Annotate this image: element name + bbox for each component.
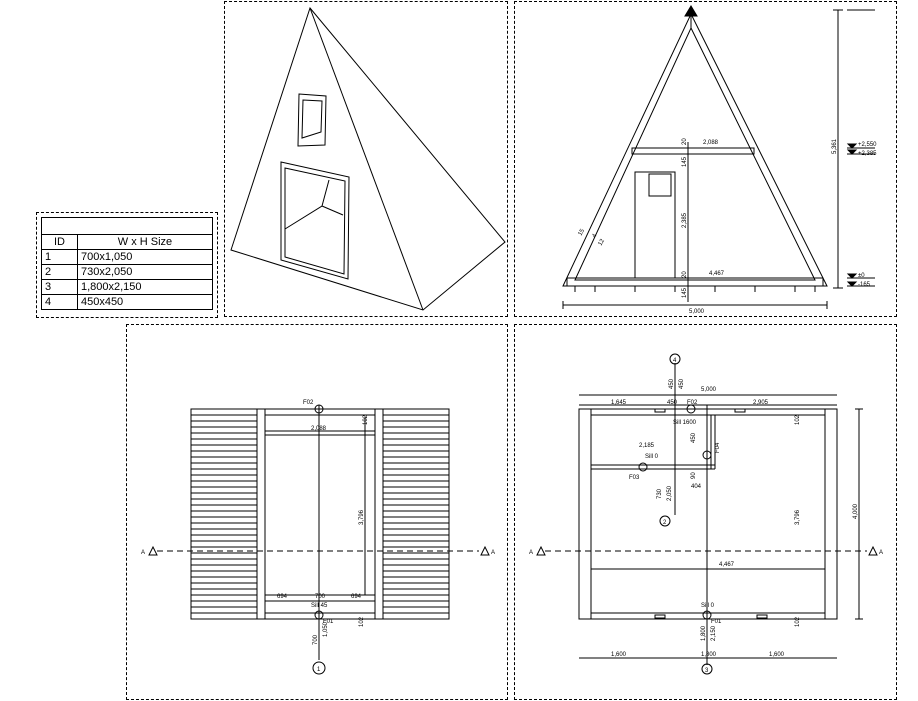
roof-plan: F02 F01 Sill 45 2,088 102 3,796 694 700 … bbox=[141, 400, 495, 675]
dim-v145-top: 145 bbox=[682, 156, 688, 167]
dim-102b: 102 bbox=[795, 616, 801, 627]
dim-t4: 4 bbox=[592, 233, 599, 239]
floor-plan: 5,000 1,645 450 F02 2,905 102 Sill 1600 … bbox=[529, 353, 883, 675]
dim-450-v1: 450 bbox=[669, 378, 675, 389]
dim-v20-bot: 20 bbox=[682, 271, 688, 278]
header-size: W x H Size bbox=[76, 234, 214, 250]
grid-2: 2 bbox=[663, 520, 667, 526]
perspective-view bbox=[230, 6, 506, 311]
tag-f04: F04 bbox=[715, 442, 721, 453]
dim-102a: 102 bbox=[363, 414, 369, 425]
grid-4: 4 bbox=[673, 358, 677, 364]
tag-sill-1600: Sill 1600 bbox=[673, 420, 697, 426]
dim-3796: 3,796 bbox=[359, 509, 365, 525]
level-l4: -165 bbox=[858, 282, 871, 288]
section-a-right: A bbox=[879, 550, 883, 556]
dim-base-inner: 4,467 bbox=[709, 271, 725, 277]
header-id: ID bbox=[41, 234, 78, 250]
dim-2185: 2,185 bbox=[639, 443, 655, 449]
floor-plan-panel: 5,000 1,645 450 F02 2,905 102 Sill 1600 … bbox=[514, 324, 897, 700]
dim-700v: 700 bbox=[313, 634, 319, 645]
row-id: 1 bbox=[41, 249, 78, 265]
tag-f02: F02 bbox=[303, 400, 314, 406]
tag-f03: F03 bbox=[629, 475, 640, 481]
dim-2150: 2,150 bbox=[711, 625, 717, 641]
dim-v2385: 2,385 bbox=[682, 212, 688, 228]
row-size: 700x1,050 bbox=[76, 249, 214, 265]
dim-102a: 102 bbox=[795, 414, 801, 425]
tag-sill-0-a: Sill 0 bbox=[645, 454, 659, 460]
dim-overall: 5,000 bbox=[701, 387, 717, 393]
grid-3: 3 bbox=[705, 668, 709, 674]
dim-2905: 2,905 bbox=[753, 400, 769, 406]
dim-v20-top: 20 bbox=[682, 138, 688, 145]
dim-2050: 2,050 bbox=[667, 485, 673, 501]
section-a-left: A bbox=[141, 550, 145, 556]
dim-1600a: 1,600 bbox=[611, 652, 627, 658]
dim-total-width: 5,000 bbox=[689, 309, 705, 315]
dim-t12: 12 bbox=[598, 238, 607, 247]
tag-f01: F01 bbox=[711, 619, 722, 625]
section-a-left: A bbox=[529, 550, 533, 556]
tag-sill: Sill 45 bbox=[311, 603, 328, 609]
section-elevation-panel: 2,088 4,467 5,000 5,361 145 2,385 20 20 … bbox=[514, 1, 897, 317]
dim-top-width: 2,088 bbox=[703, 140, 719, 146]
row-id: 4 bbox=[41, 294, 78, 310]
dim-404: 404 bbox=[691, 484, 702, 490]
dim-top: 2,088 bbox=[311, 426, 327, 432]
dim-v145-bot: 145 bbox=[682, 287, 688, 298]
row-id: 3 bbox=[41, 279, 78, 295]
dim-730: 730 bbox=[657, 488, 663, 499]
schedule-title-row bbox=[41, 217, 213, 235]
roof-plan-panel: F02 F01 Sill 45 2,088 102 3,796 694 700 … bbox=[126, 324, 508, 700]
dim-height-total: 5,361 bbox=[832, 138, 838, 154]
dim-1050: 1,050 bbox=[323, 621, 329, 637]
dim-1800: 1,800 bbox=[701, 652, 717, 658]
grid-1: 1 bbox=[317, 667, 321, 673]
row-id: 2 bbox=[41, 264, 78, 280]
level-l2: +2,385 bbox=[858, 151, 877, 157]
dim-4000: 4,000 bbox=[853, 503, 859, 519]
dim-3796: 3,796 bbox=[795, 509, 801, 525]
dim-450-v2: 450 bbox=[679, 378, 685, 389]
dim-700: 700 bbox=[315, 594, 326, 600]
dim-694b: 694 bbox=[351, 594, 362, 600]
level-l3: ±0 bbox=[858, 273, 865, 279]
section-elevation: 2,088 4,467 5,000 5,361 145 2,385 20 20 … bbox=[562, 5, 877, 315]
dim-90: 90 bbox=[691, 472, 697, 479]
dim-102b: 102 bbox=[359, 616, 365, 627]
perspective-view-panel bbox=[224, 1, 508, 317]
dim-450-v3: 450 bbox=[691, 432, 697, 443]
row-size: 730x2,050 bbox=[76, 264, 214, 280]
row-size: 1,800x2,150 bbox=[76, 279, 214, 295]
dim-1600b: 1,600 bbox=[769, 652, 785, 658]
dim-1800v: 1,800 bbox=[701, 625, 707, 641]
dim-4467: 4,467 bbox=[719, 562, 735, 568]
level-l1: +2,550 bbox=[858, 142, 877, 148]
dim-t15: 15 bbox=[578, 228, 587, 237]
dim-1645: 1,645 bbox=[611, 400, 627, 406]
row-size: 450x450 bbox=[76, 294, 214, 310]
section-a-right: A bbox=[491, 550, 495, 556]
tag-sill-0-b: Sill 0 bbox=[701, 603, 715, 609]
dim-694a: 694 bbox=[277, 594, 288, 600]
tag-f01: F01 bbox=[323, 619, 334, 625]
tag-f02: F02 bbox=[687, 400, 698, 406]
dim-450: 450 bbox=[667, 400, 678, 406]
